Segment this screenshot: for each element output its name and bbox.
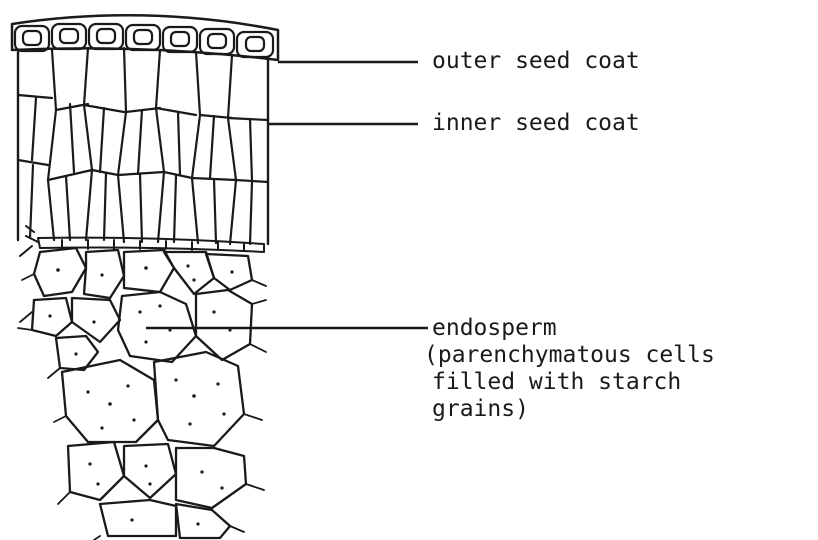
inner-seed-coat-layer <box>18 48 268 256</box>
endosperm-label: endosperm <box>432 313 557 343</box>
endosperm-layer <box>18 248 266 540</box>
endosperm-description-line-1: (parenchymatous cells <box>424 340 715 370</box>
starch-grains <box>48 264 233 525</box>
outer-seed-coat-label: outer seed coat <box>432 46 640 76</box>
inner-coat-cell-walls <box>18 48 268 244</box>
inner-seed-coat-label: inner seed coat <box>432 108 640 138</box>
endosperm-description-line-2: filled with starch <box>432 367 681 397</box>
endosperm-description-line-3: grains) <box>432 394 529 424</box>
outer-coat-cells <box>15 24 273 57</box>
endosperm-cells <box>32 248 252 538</box>
